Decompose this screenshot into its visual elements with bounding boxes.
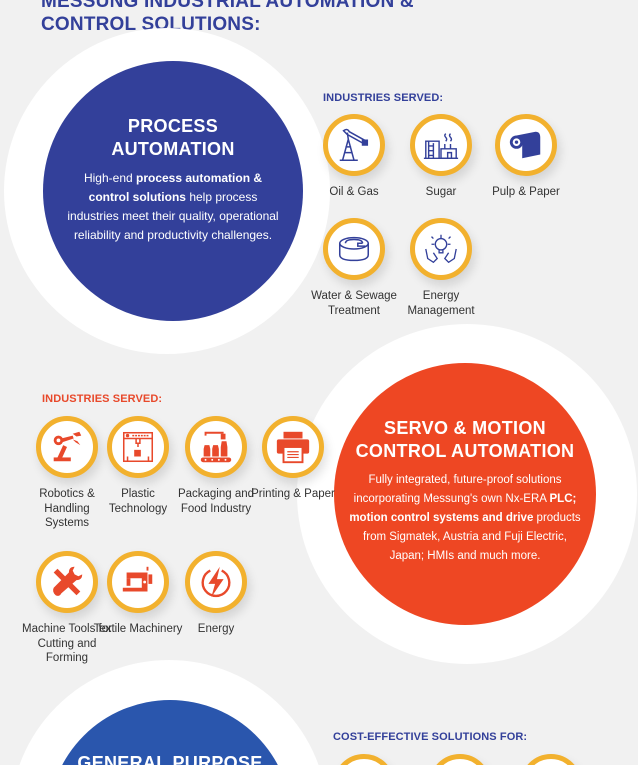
servo-motion-title: SERVO & MOTION CONTROL AUTOMATION [356,417,575,463]
sewing-machine-icon [107,551,169,613]
plastic-machine-icon [107,416,169,478]
solution-icon-ring [333,754,395,765]
desc-bold-text: PLC; motion control systems and drive [349,493,577,524]
industry-label: Oil & Gas [329,186,379,198]
bottle-conveyor-icon [185,416,247,478]
title-line-1: MESSUNG INDUSTRIAL AUTOMATION & [41,0,414,12]
industry-label: Packaging and Food Industry [177,488,255,515]
sugar-factory-icon [410,114,472,176]
industry-label: Water & Sewage Treatment [311,290,397,317]
servo-motion-circle: SERVO & MOTION CONTROL AUTOMATION Fully … [334,363,596,625]
general-purpose-title: GENERAL PURPOSE [77,753,263,765]
title-line: SERVO & MOTION [384,418,546,438]
desc-text: products from Sigmatek, Austria and Fuji… [363,512,581,562]
process-automation-title: PROCESS AUTOMATION [111,115,234,161]
paper-roll-icon [495,114,557,176]
industry-water-sewage: Water & Sewage Treatment [309,218,399,318]
industry-packaging: Packaging and Food Industry [171,416,261,516]
desc-text: help process industries meet their quali… [67,190,279,242]
servo-industries-label: INDUSTRIES SERVED: [42,393,163,405]
oil-pump-icon [323,114,385,176]
solution-icon-ring [429,754,491,765]
process-automation-description: High-end process automation & control so… [63,169,283,245]
solution-icon-ring [520,754,582,765]
bulb-hands-icon [410,218,472,280]
industry-energy: Energy [171,551,261,637]
servo-motion-description: Fully integrated, future-proof solutions… [347,471,583,566]
industry-oil-gas: Oil & Gas [309,114,399,200]
title-line: AUTOMATION [111,139,235,159]
desc-text: High-end [83,171,136,185]
process-industries-label: INDUSTRIES SERVED: [323,92,444,104]
industry-label: Printing & Paper [251,488,335,500]
industry-label: Textile Machinery [93,623,183,635]
title-line: PROCESS [127,116,219,136]
title-line: CONTROL AUTOMATION [355,441,575,461]
industry-energy-management: Energy Management [396,218,486,318]
industry-machine-tools: Machine Tools for Cutting and Forming [22,551,112,666]
desc-bold-text: process automation & control solutions [88,171,263,204]
industry-label: Plastic Technology [108,488,168,515]
industry-label: Robotics & Handling Systems [39,488,95,529]
process-automation-circle: PROCESS AUTOMATION High-end process auto… [43,61,303,321]
industry-plastic: Plastic Technology [93,416,183,516]
wrench-screwdriver-icon [36,551,98,613]
industry-label: Pulp & Paper [492,186,560,198]
industry-label: Energy Management [407,290,475,317]
industry-pulp-paper: Pulp & Paper [481,114,571,200]
desc-text: Fully integrated, future-proof solutions… [353,474,562,505]
water-tank-icon [323,218,385,280]
cost-effective-label: COST-EFFECTIVE SOLUTIONS FOR: [333,731,528,743]
industry-label: Energy [197,623,235,635]
title-line-2: CONTROL SOLUTIONS: [41,14,261,35]
industry-label: Sugar [425,186,457,198]
page-title: MESSUNG INDUSTRIAL AUTOMATION & CONTROL … [41,0,414,36]
printer-icon [262,416,324,478]
industry-robotics: Robotics & Handling Systems [22,416,112,531]
lightning-icon [185,551,247,613]
industry-sugar: Sugar [396,114,486,200]
robot-arm-icon [36,416,98,478]
industry-textile: Textile Machinery [93,551,183,637]
industry-label: Machine Tools for Cutting and Forming [22,623,112,664]
industry-printing: Printing & Paper [248,416,338,502]
